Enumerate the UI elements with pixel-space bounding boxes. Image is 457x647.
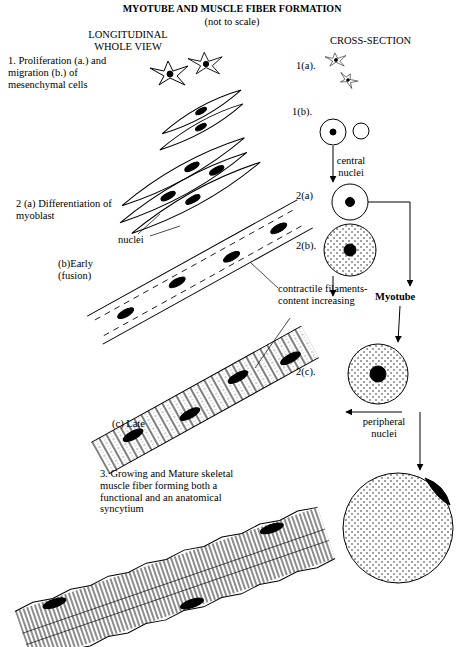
figure-label: 1(b). [292, 106, 332, 118]
leader-line [138, 214, 180, 236]
figure-label: (b)Early (fusion) [58, 258, 108, 282]
myoblast [110, 131, 264, 242]
mesenchymal-cell [150, 52, 222, 85]
figure-label: (not to scale) [182, 16, 282, 28]
figure-label: 2 (a) Differentiation of myoblast [16, 198, 124, 222]
figure-label: 1. Proliferation (a.) and migration (b.)… [8, 55, 136, 90]
figure-label: 1(a). [296, 60, 336, 72]
figure-label: 2(c). [296, 366, 336, 378]
early-myotube [87, 200, 312, 344]
migrating-cell [151, 86, 250, 155]
figure-label: peripheral nuclei [352, 416, 416, 440]
figure-label: nuclei [118, 234, 158, 246]
figure-label: central nuclei [325, 155, 377, 179]
figure-label: 3. Growing and Mature skeletal muscle fi… [100, 468, 250, 515]
myotube-cross-section [324, 184, 453, 583]
sequence-arrow [333, 146, 420, 470]
cell-cross-section [320, 53, 369, 145]
leader-line [250, 262, 290, 368]
mature-muscle-fiber [14, 505, 336, 647]
figure-label: (c) Late [112, 418, 172, 430]
figure-label: contractile filaments-content increasing [278, 283, 370, 307]
figure-label: 2(b). [296, 240, 336, 252]
diagram-title: MYOTUBE AND MUSCLE FIBER FORMATION [110, 3, 354, 14]
figure-label: LONGITUDINAL WHOLE VIEW [88, 29, 168, 53]
figure-label: 2(a) [296, 190, 336, 202]
late-myotube [91, 326, 318, 474]
figure-label: Myotube [375, 291, 447, 303]
figure-label: CROSS-SECTION [330, 35, 430, 47]
